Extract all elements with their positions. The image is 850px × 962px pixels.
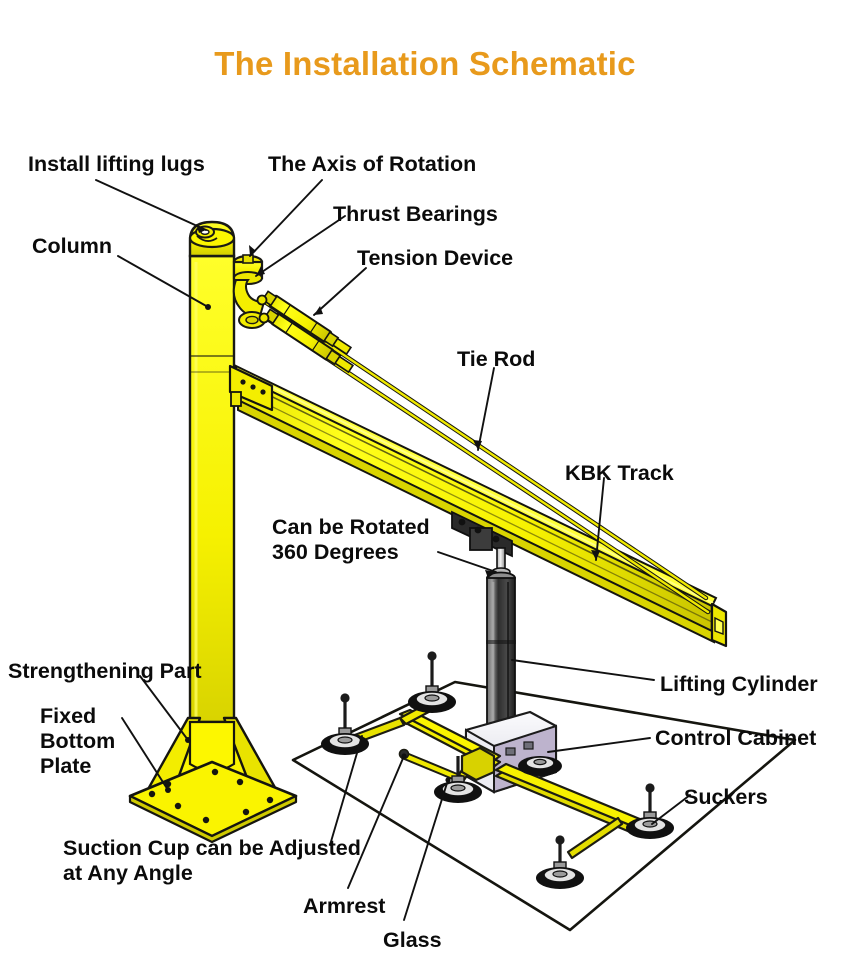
label-control-cabinet: Control Cabinet	[655, 726, 817, 750]
label-the-axis-of-rotation: The Axis of Rotation	[268, 152, 477, 176]
column	[188, 220, 236, 812]
label-install-lifting-lugs: Install lifting lugs	[28, 152, 205, 176]
glass-sheet	[291, 680, 797, 932]
suction-cup	[408, 651, 456, 713]
label-can-be-rotated-360: Can be Rotated 360 Degrees	[272, 515, 430, 564]
label-thrust-bearings: Thrust Bearings	[333, 202, 498, 226]
suction-cup	[536, 835, 584, 889]
base-plate	[128, 716, 298, 844]
boom-column-bracket	[228, 364, 274, 412]
label-suction-cup-any-angle: Suction Cup can be Adjusted at Any Angle	[63, 836, 361, 885]
suction-cup-group	[321, 651, 674, 889]
kbk-track	[234, 364, 728, 648]
label-glass: Glass	[383, 928, 442, 952]
label-suckers: Suckers	[684, 785, 768, 809]
thrust-bearing-assembly	[232, 254, 266, 329]
label-lifting-cylinder: Lifting Cylinder	[660, 672, 818, 696]
lifting-cylinder	[486, 571, 516, 731]
suction-cup	[626, 783, 674, 839]
page-title: The Installation Schematic	[214, 45, 636, 82]
label-armrest: Armrest	[303, 894, 386, 918]
label-strengthening-part: Strengthening Part	[8, 659, 202, 683]
label-kbk-track: KBK Track	[565, 461, 674, 485]
suction-cup	[518, 756, 562, 776]
leader-lines	[95, 179, 691, 921]
label-column: Column	[32, 234, 113, 258]
label-fixed-bottom-plate: Fixed Bottom Plate	[40, 704, 116, 778]
label-tie-rod: Tie Rod	[457, 347, 536, 371]
label-tension-device: Tension Device	[357, 246, 514, 270]
suction-cup	[321, 693, 369, 755]
tension-device	[256, 290, 355, 374]
